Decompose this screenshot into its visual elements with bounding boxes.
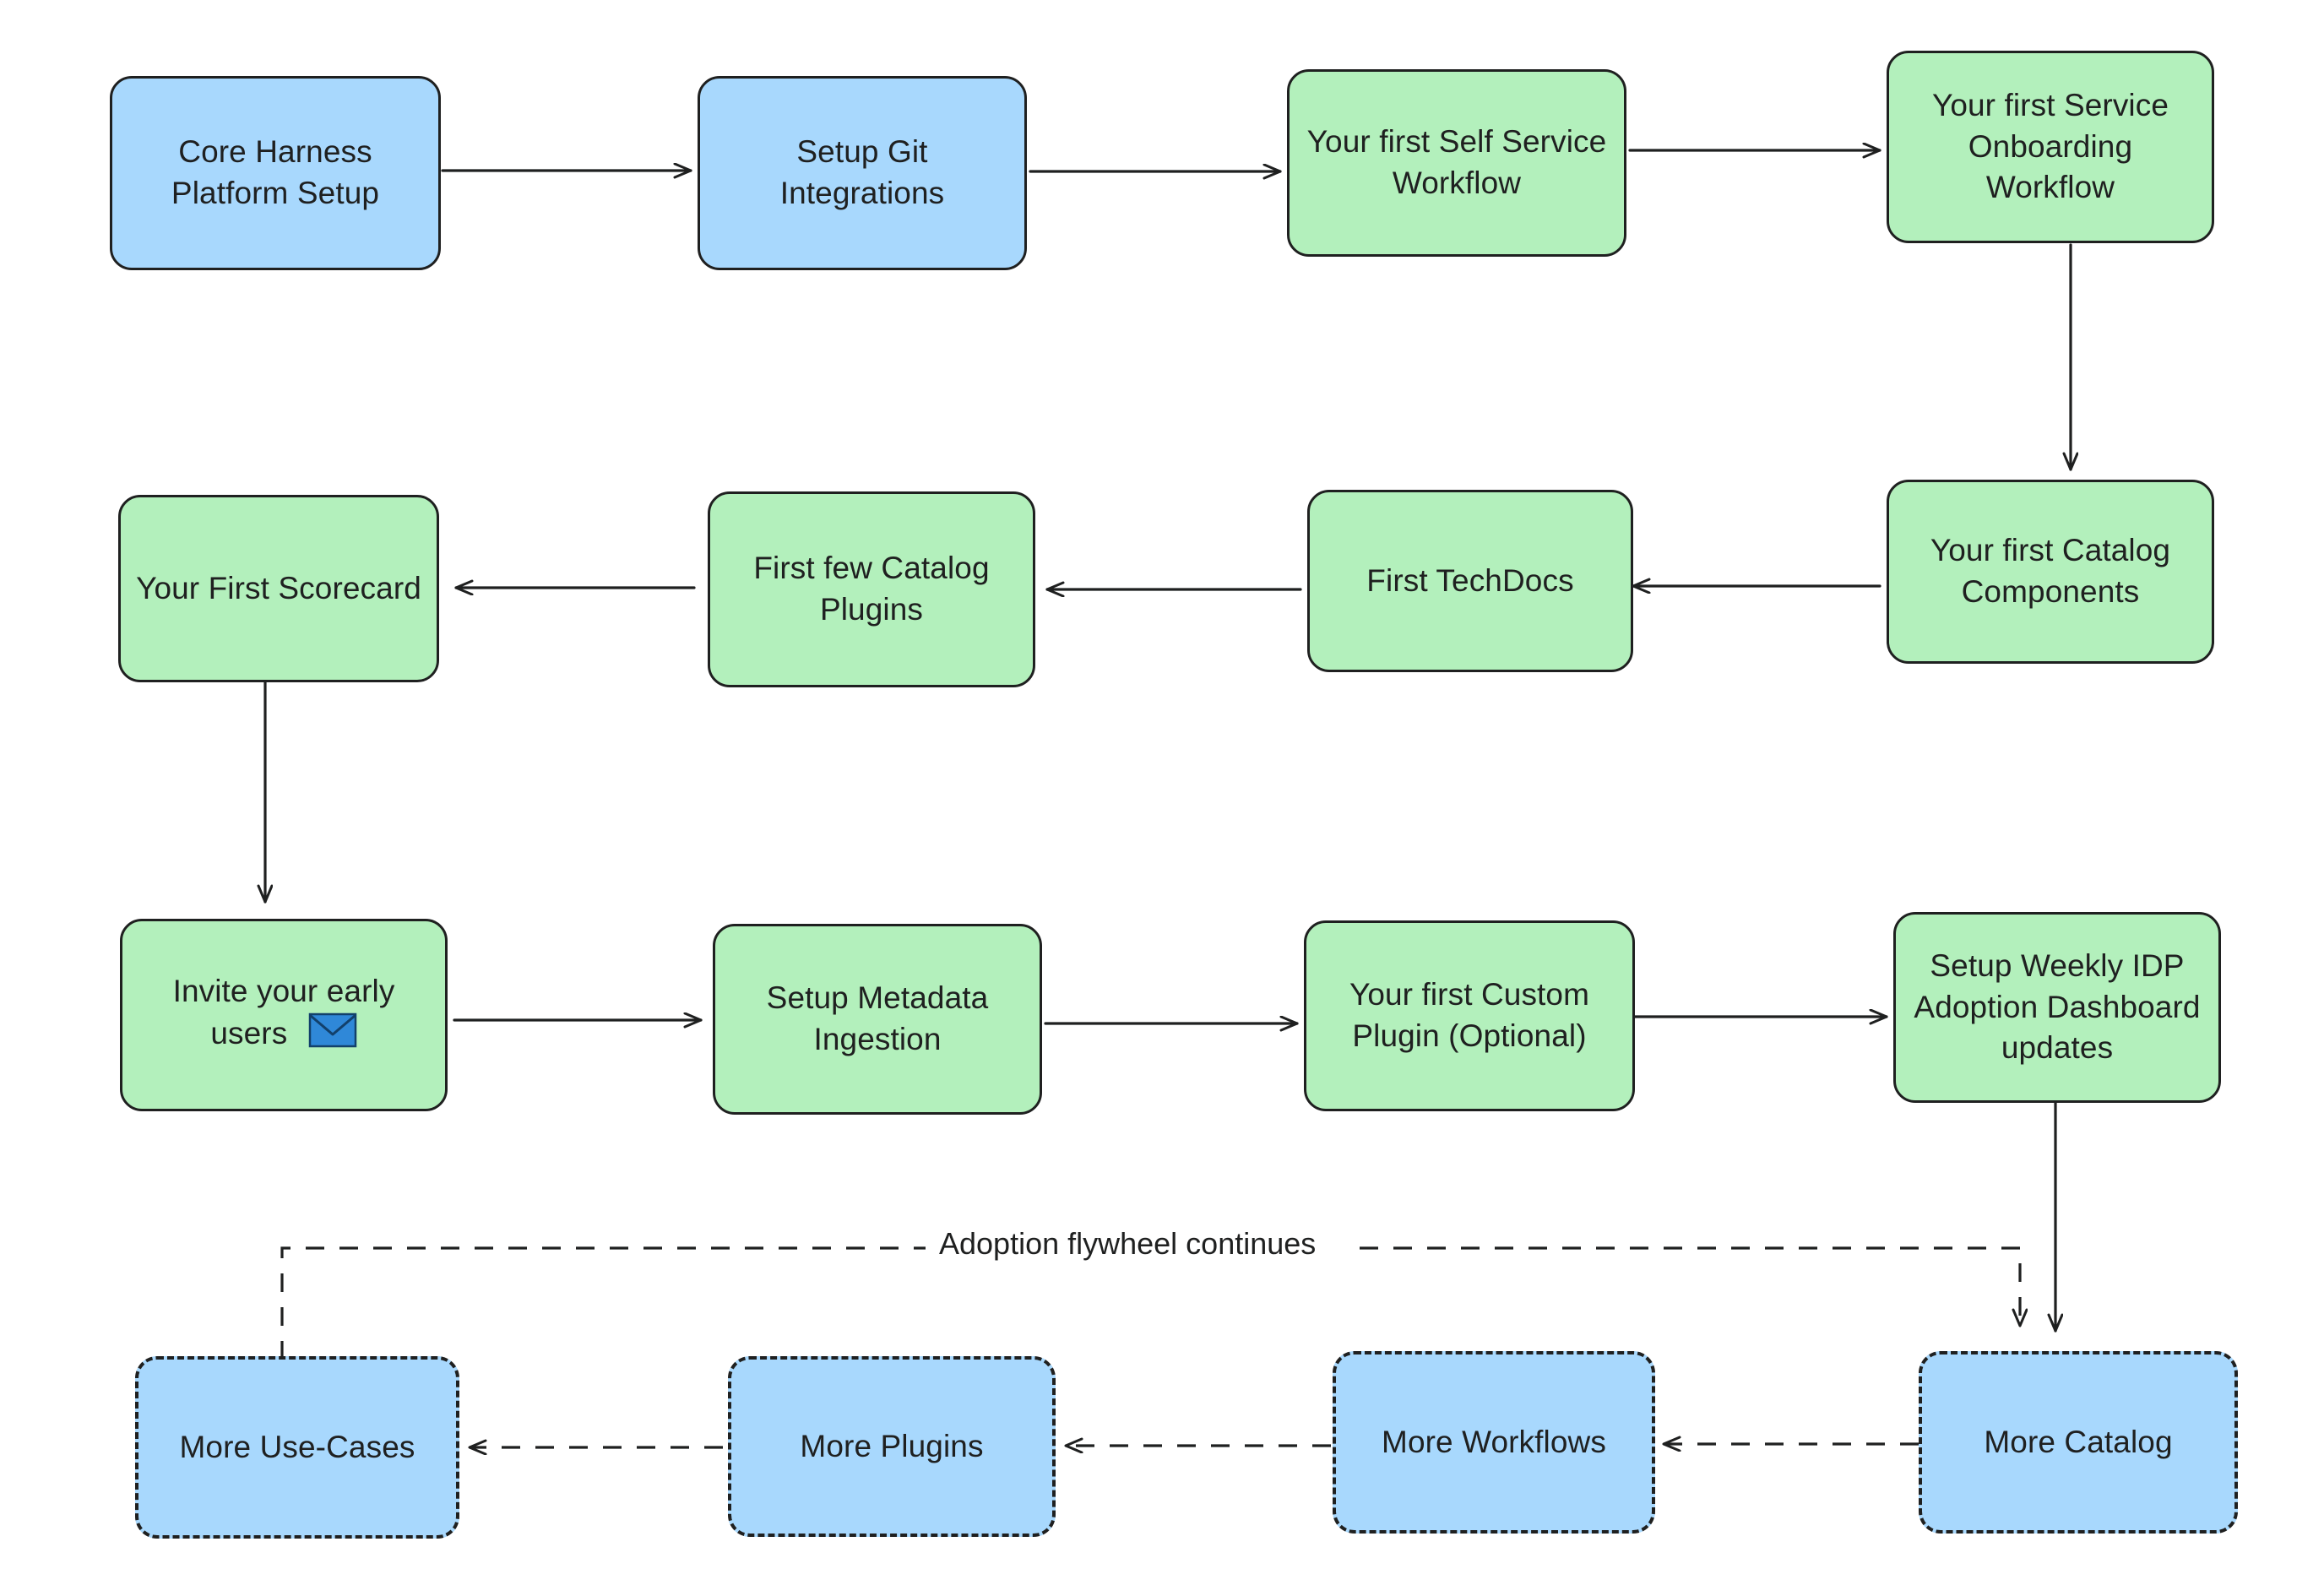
node-core-harness-platform-setup[interactable]: Core Harness Platform Setup xyxy=(110,76,441,270)
node-label-line1: More Use-Cases xyxy=(179,1429,415,1464)
node-label-line2: Plugin (Optional) xyxy=(1352,1018,1587,1053)
node-more-workflows[interactable]: More Workflows xyxy=(1333,1351,1655,1534)
node-label-line2: Adoption Dashboard xyxy=(1914,989,2201,1024)
node-label-line2: Components xyxy=(1961,574,2140,609)
node-label-line2: Ingestion xyxy=(813,1022,942,1056)
node-setup-git-integrations[interactable]: Setup Git Integrations xyxy=(698,76,1027,270)
envelope-icon xyxy=(308,1012,357,1059)
node-label-line1: Your First Scorecard xyxy=(136,570,421,605)
node-label-line2: Platform Setup xyxy=(171,176,380,210)
node-label-line2-text: users xyxy=(210,1016,288,1051)
node-label-line1: Your first Catalog xyxy=(1930,533,2171,568)
node-more-catalog[interactable]: More Catalog xyxy=(1919,1351,2238,1534)
node-label-line1: More Workflows xyxy=(1382,1424,1606,1459)
node-more-plugins[interactable]: More Plugins xyxy=(728,1356,1056,1537)
node-your-first-catalog-components[interactable]: Your first Catalog Components xyxy=(1887,480,2214,664)
node-label-line1: Your first Self Service xyxy=(1306,124,1607,160)
node-setup-weekly-idp-adoption-dashboard-updates[interactable]: Setup Weekly IDP Adoption Dashboard upda… xyxy=(1893,912,2221,1103)
node-first-few-catalog-plugins[interactable]: First few Catalog Plugins xyxy=(708,491,1035,687)
node-setup-metadata-ingestion[interactable]: Setup Metadata Ingestion xyxy=(713,924,1042,1115)
node-label-line2: Plugins xyxy=(819,592,924,627)
flywheel-loop-label: Adoption flywheel continues xyxy=(926,1226,1330,1262)
edge-flywheel-loop-left xyxy=(280,1246,929,1360)
node-label-line1: Setup Weekly IDP xyxy=(1930,947,2185,983)
node-your-first-custom-plugin-optional[interactable]: Your first Custom Plugin (Optional) xyxy=(1304,920,1635,1111)
node-label-line2: Onboarding xyxy=(1968,128,2133,164)
node-label-line2: Integrations xyxy=(779,176,945,210)
node-label-line1: First few Catalog xyxy=(753,551,990,586)
node-label-line3: updates xyxy=(2001,1030,2114,1066)
node-label-line1: Setup Metadata xyxy=(766,980,989,1016)
node-label-line1: First TechDocs xyxy=(1366,562,1574,598)
node-invite-your-early-users[interactable]: Invite your early users xyxy=(120,919,448,1111)
node-first-techdocs[interactable]: First TechDocs xyxy=(1307,490,1633,672)
node-your-first-service-onboarding-workflow[interactable]: Your first Service Onboarding Workflow xyxy=(1887,51,2214,243)
node-label-line3: Workflow xyxy=(1985,170,2115,205)
node-your-first-self-service-workflow[interactable]: Your first Self Service Workflow xyxy=(1287,69,1626,257)
node-label-line1: Setup Git xyxy=(796,134,928,170)
node-label-line1: Invite your early xyxy=(172,974,395,1009)
node-label-line2: Workflow xyxy=(1392,166,1522,200)
edge-flywheel-loop-right xyxy=(1360,1246,2020,1326)
node-label-line1: Your first Service xyxy=(1931,87,2169,122)
node-label-line1: Core Harness xyxy=(178,134,372,170)
node-more-use-cases[interactable]: More Use-Cases xyxy=(135,1356,459,1539)
node-label-line1: More Catalog xyxy=(1984,1424,2173,1459)
node-label-line2: users xyxy=(173,1012,395,1059)
node-label-line1: Your first Custom xyxy=(1349,977,1590,1012)
node-label-line1: More Plugins xyxy=(800,1428,984,1463)
node-your-first-scorecard[interactable]: Your First Scorecard xyxy=(118,495,439,682)
